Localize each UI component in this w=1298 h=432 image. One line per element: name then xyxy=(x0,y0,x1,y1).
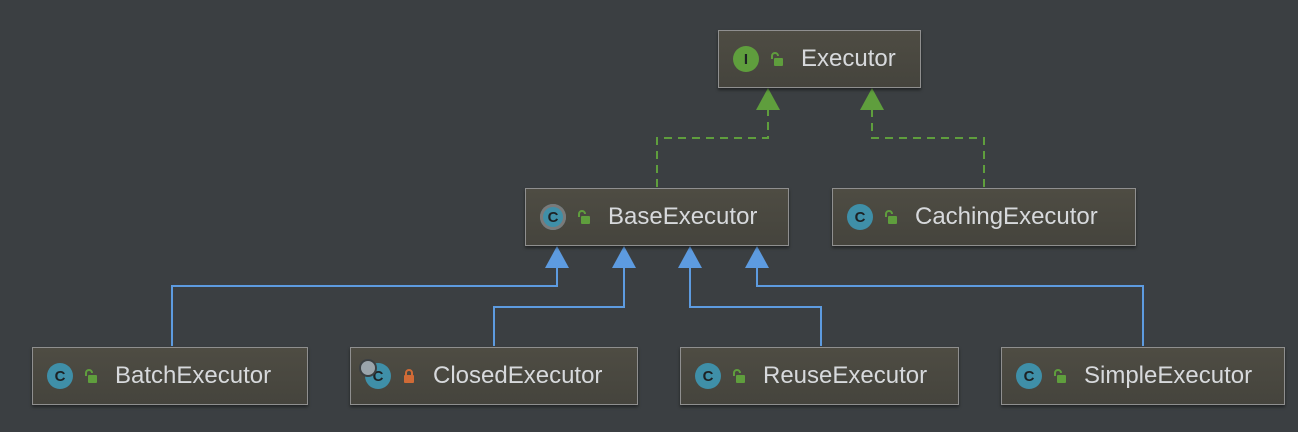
implements-arrowheads xyxy=(756,88,884,110)
node-label: ClosedExecutor xyxy=(433,362,603,389)
kind-letter: C xyxy=(372,367,384,385)
edge-caching-to-executor xyxy=(871,108,985,187)
arrowhead-extends-2 xyxy=(612,246,636,268)
node-caching-executor[interactable]: C CachingExecutor xyxy=(832,188,1136,246)
unlocked-icon xyxy=(769,51,785,67)
arrowhead-extends-4 xyxy=(745,246,769,268)
class-icon: C xyxy=(847,204,873,230)
node-label: BaseExecutor xyxy=(608,203,758,230)
node-base-executor[interactable]: C BaseExecutor xyxy=(525,188,789,246)
edge-closed-to-base xyxy=(493,266,625,346)
class-icon: C xyxy=(1016,363,1042,389)
node-label: SimpleExecutor xyxy=(1084,362,1253,389)
abstract-class-icon: C xyxy=(540,204,566,230)
inner-class-icon: C xyxy=(359,359,391,389)
node-label: Executor xyxy=(801,45,896,72)
arrowhead-implements-2 xyxy=(860,88,884,110)
arrowhead-extends-3 xyxy=(678,246,702,268)
extends-edges xyxy=(171,266,1144,346)
node-simple-executor[interactable]: C SimpleExecutor xyxy=(1001,347,1285,405)
unlocked-icon xyxy=(883,209,899,225)
node-reuse-executor[interactable]: C ReuseExecutor xyxy=(680,347,959,405)
node-closed-executor[interactable]: C ClosedExecutor xyxy=(350,347,638,405)
class-icon: C xyxy=(47,363,73,389)
node-label: ReuseExecutor xyxy=(763,362,928,389)
unlocked-icon xyxy=(576,209,592,225)
extends-arrowheads xyxy=(545,246,769,268)
edge-base-to-executor xyxy=(656,108,769,187)
arrowhead-implements-1 xyxy=(756,88,780,110)
unlocked-icon xyxy=(1052,368,1068,384)
arrowhead-extends-1 xyxy=(545,246,569,268)
node-batch-executor[interactable]: C BatchExecutor xyxy=(32,347,308,405)
implements-edges xyxy=(656,108,985,187)
edge-batch-to-base xyxy=(171,266,558,346)
edge-reuse-to-base xyxy=(689,266,822,346)
unlocked-icon xyxy=(731,368,747,384)
interface-icon: I xyxy=(733,46,759,72)
class-icon: C xyxy=(695,363,721,389)
pin-icon xyxy=(359,359,377,377)
locked-icon xyxy=(401,368,417,384)
node-label: CachingExecutor xyxy=(915,203,1098,230)
node-executor[interactable]: I Executor xyxy=(718,30,921,88)
node-label: BatchExecutor xyxy=(115,362,272,389)
unlocked-icon xyxy=(83,368,99,384)
edge-simple-to-base xyxy=(756,266,1144,346)
